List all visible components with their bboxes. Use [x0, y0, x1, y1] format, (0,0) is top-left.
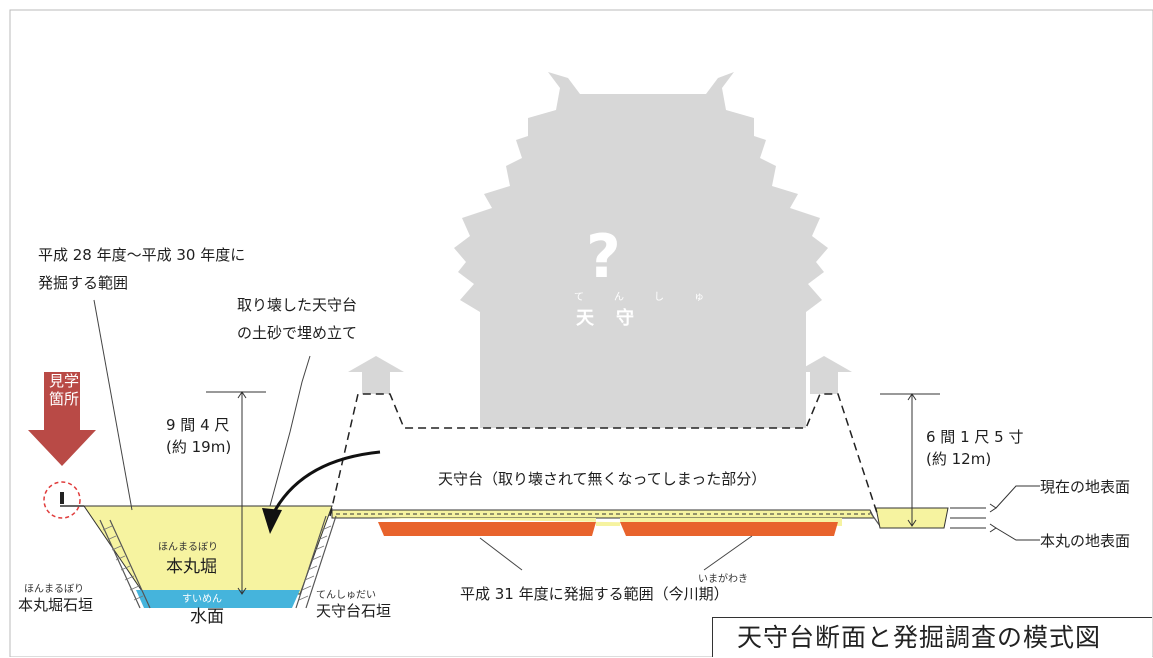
- diagram-title: 天守台断面と発掘調査の模式図: [712, 617, 1152, 657]
- honmaru-moat-label: 本丸堀: [166, 557, 217, 577]
- tenshudai-outline: [329, 393, 879, 517]
- tenshudai-wall-ruby: てんしゅだい: [316, 590, 376, 601]
- water-label: 水面: [190, 607, 224, 627]
- moat-wall-label: 本丸堀石垣: [18, 596, 94, 614]
- fill-note-line2: の土砂で埋め立て: [237, 324, 358, 342]
- fill-arrow: [270, 450, 381, 517]
- viewing-point-label: 見学箇所: [48, 372, 79, 408]
- outer-frame: [9, 9, 1153, 657]
- stone-walls: [99, 511, 881, 609]
- castle-silhouette: [348, 72, 852, 428]
- height-right-line1: 6 間 1 尺 5 寸: [926, 428, 1024, 446]
- excavation-2019-label: 平成 31 年度に発掘する範囲（今川期）: [460, 585, 729, 603]
- moat-wall-ruby: ほんまるぼり: [24, 584, 84, 595]
- excavation-band-right: [620, 522, 838, 536]
- height-left-line2: (約 19m): [166, 438, 232, 456]
- person-marker: [60, 492, 64, 504]
- excavation-range-line2: 発掘する範囲: [38, 274, 129, 292]
- height-left-line1: 9 間 4 尺: [166, 416, 230, 434]
- honmaru-moat-ruby: ほんまるぼり: [158, 542, 218, 553]
- tenshu-label: 天守: [576, 308, 656, 329]
- excavation-band-left: [378, 522, 596, 536]
- fill-arrow-head: [262, 508, 282, 534]
- viewing-point-circle: [43, 481, 81, 519]
- tenshu-ruby: てんしゅ: [574, 292, 734, 303]
- tenshudai-wall-label: 天守台石垣: [316, 602, 392, 620]
- current-surface-label: 現在の地表面: [1040, 478, 1131, 496]
- label-leaders: [93, 299, 753, 571]
- height-right-line2: (約 12m): [926, 450, 992, 468]
- stone-hatching: [102, 525, 332, 601]
- unknown-mark: ?: [586, 222, 621, 292]
- water-surface: [136, 590, 300, 608]
- surface-leaders: [950, 485, 1040, 541]
- tenshudai-label: 天守台（取り壊されて無くなってしまった部分）: [438, 470, 767, 488]
- honmaru-surface-label: 本丸の地表面: [1040, 532, 1131, 550]
- fill-note-line1: 取り壊した天守台: [237, 296, 358, 314]
- viewing-point-arrow: [28, 372, 96, 466]
- excavation-range-line1: 平成 28 年度〜平成 30 年度に: [38, 246, 246, 264]
- water-ruby: すいめん: [182, 594, 222, 605]
- excavation-2019-ruby: いまがわき: [698, 574, 748, 585]
- height-markers: [206, 391, 940, 595]
